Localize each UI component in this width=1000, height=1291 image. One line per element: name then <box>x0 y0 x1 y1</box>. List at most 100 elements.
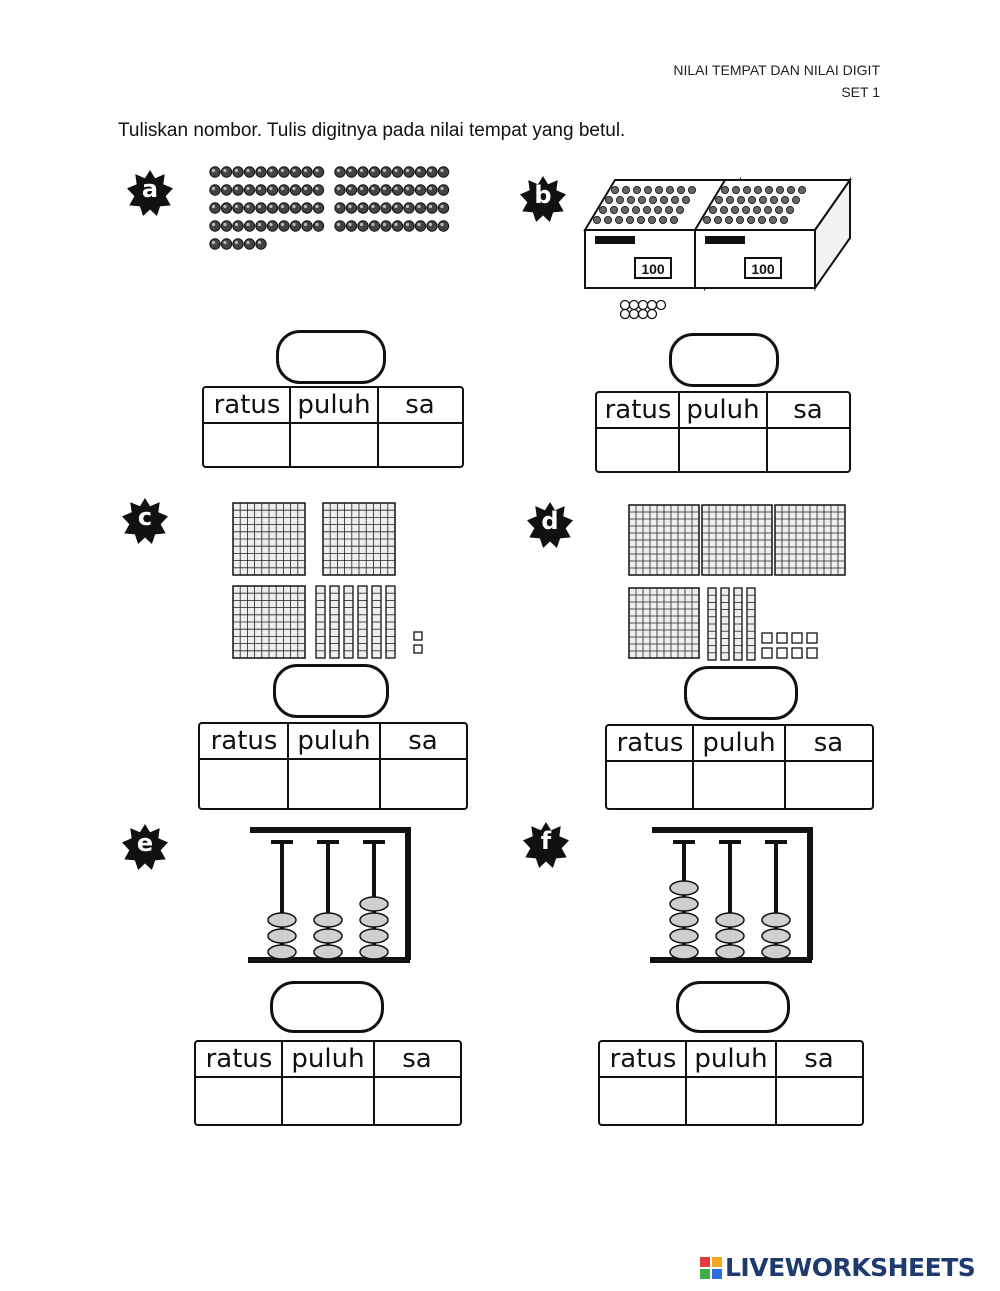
cell-tens-f[interactable] <box>687 1079 775 1124</box>
col-header-hundreds: ratus <box>604 395 672 425</box>
counter <box>357 184 369 196</box>
answer-box-b[interactable] <box>669 333 779 387</box>
abacus-bead <box>313 928 343 944</box>
counter <box>266 184 279 196</box>
counter <box>637 308 649 320</box>
counter <box>232 220 244 232</box>
col-header-tens: puluh <box>297 726 371 756</box>
counter <box>220 238 233 250</box>
col-header-tens: puluh <box>291 1044 365 1074</box>
counter <box>426 220 438 232</box>
answer-box-a[interactable] <box>276 330 386 384</box>
abacus-bead <box>669 880 699 896</box>
abacus-bead <box>359 912 389 928</box>
counter <box>334 166 346 178</box>
answer-box-e[interactable] <box>270 981 384 1033</box>
cell-ones-f[interactable] <box>777 1079 862 1124</box>
star-badge-d: d <box>527 502 573 548</box>
exercise-letter: c <box>137 503 153 531</box>
place-value-table-a: ratus puluh sa <box>202 386 464 468</box>
cell-tens-c[interactable] <box>289 761 379 808</box>
abacus-bead <box>267 944 297 960</box>
answer-box-c[interactable] <box>273 664 389 718</box>
counter <box>220 220 233 232</box>
cell-hundreds-b[interactable] <box>597 430 678 471</box>
cell-ones-a[interactable] <box>379 425 462 466</box>
counter <box>255 238 267 250</box>
answer-box-d[interactable] <box>684 666 798 720</box>
counter <box>301 166 313 178</box>
cell-hundreds-a[interactable] <box>204 425 289 466</box>
counter <box>301 220 313 232</box>
counter <box>278 220 290 232</box>
exercise-letter: f <box>540 827 552 855</box>
counter <box>266 202 279 214</box>
exercise-letter: b <box>534 181 552 209</box>
cell-tens-a[interactable] <box>291 425 377 466</box>
counter <box>278 184 290 196</box>
counter <box>289 220 302 232</box>
counter <box>312 202 325 214</box>
cell-hundreds-e[interactable] <box>196 1079 281 1124</box>
abacus-bead <box>359 928 389 944</box>
star-badge-e: e <box>122 824 168 870</box>
unit-cube <box>776 647 788 659</box>
counter <box>243 238 256 250</box>
cell-ones-e[interactable] <box>375 1079 460 1124</box>
col-header-tens: puluh <box>694 1044 768 1074</box>
counter <box>334 184 346 196</box>
counter <box>426 184 438 196</box>
abacus-bead <box>761 912 791 928</box>
unit-cube <box>413 631 423 641</box>
cell-tens-b[interactable] <box>680 430 766 471</box>
answer-box-f[interactable] <box>676 981 790 1033</box>
counter <box>312 166 325 178</box>
counter <box>232 166 244 178</box>
counter <box>391 220 404 232</box>
counter <box>243 220 256 232</box>
counter <box>403 166 415 178</box>
cell-ones-b[interactable] <box>768 430 849 471</box>
counter <box>646 299 658 311</box>
counter <box>255 202 267 214</box>
cell-ones-d[interactable] <box>786 763 872 808</box>
abacus-bead <box>313 912 343 928</box>
counter <box>426 202 438 214</box>
exercise-letter: a <box>141 175 159 203</box>
cell-hundreds-c[interactable] <box>200 761 287 808</box>
counter <box>243 166 256 178</box>
counter <box>289 202 302 214</box>
counter <box>628 308 640 320</box>
counter <box>209 202 221 214</box>
cell-tens-e[interactable] <box>283 1079 373 1124</box>
unit-cube <box>791 647 803 659</box>
col-header-hundreds: ratus <box>210 726 278 756</box>
cell-tens-d[interactable] <box>694 763 784 808</box>
counter <box>391 166 404 178</box>
counter <box>414 202 427 214</box>
counter <box>368 166 381 178</box>
counter <box>403 220 415 232</box>
abacus-bead <box>359 944 389 960</box>
star-badge-c: c <box>122 498 168 544</box>
cell-ones-c[interactable] <box>381 761 466 808</box>
counter <box>312 184 325 196</box>
col-header-ones: sa <box>804 1044 834 1074</box>
col-header-hundreds: ratus <box>213 390 281 420</box>
counter <box>209 166 221 178</box>
counter <box>345 166 358 178</box>
place-value-table-c: ratus puluh sa <box>198 722 468 810</box>
counter <box>391 202 404 214</box>
place-value-table-f: ratus puluh sa <box>598 1040 864 1126</box>
unit-cube <box>806 647 818 659</box>
counter <box>414 220 427 232</box>
col-header-hundreds: ratus <box>609 1044 677 1074</box>
counter <box>301 202 313 214</box>
exercise-letter: e <box>136 829 154 857</box>
counter <box>209 220 221 232</box>
cell-hundreds-f[interactable] <box>600 1079 685 1124</box>
place-value-table-e: ratus puluh sa <box>194 1040 462 1126</box>
counter <box>232 238 244 250</box>
cell-hundreds-d[interactable] <box>607 763 692 808</box>
